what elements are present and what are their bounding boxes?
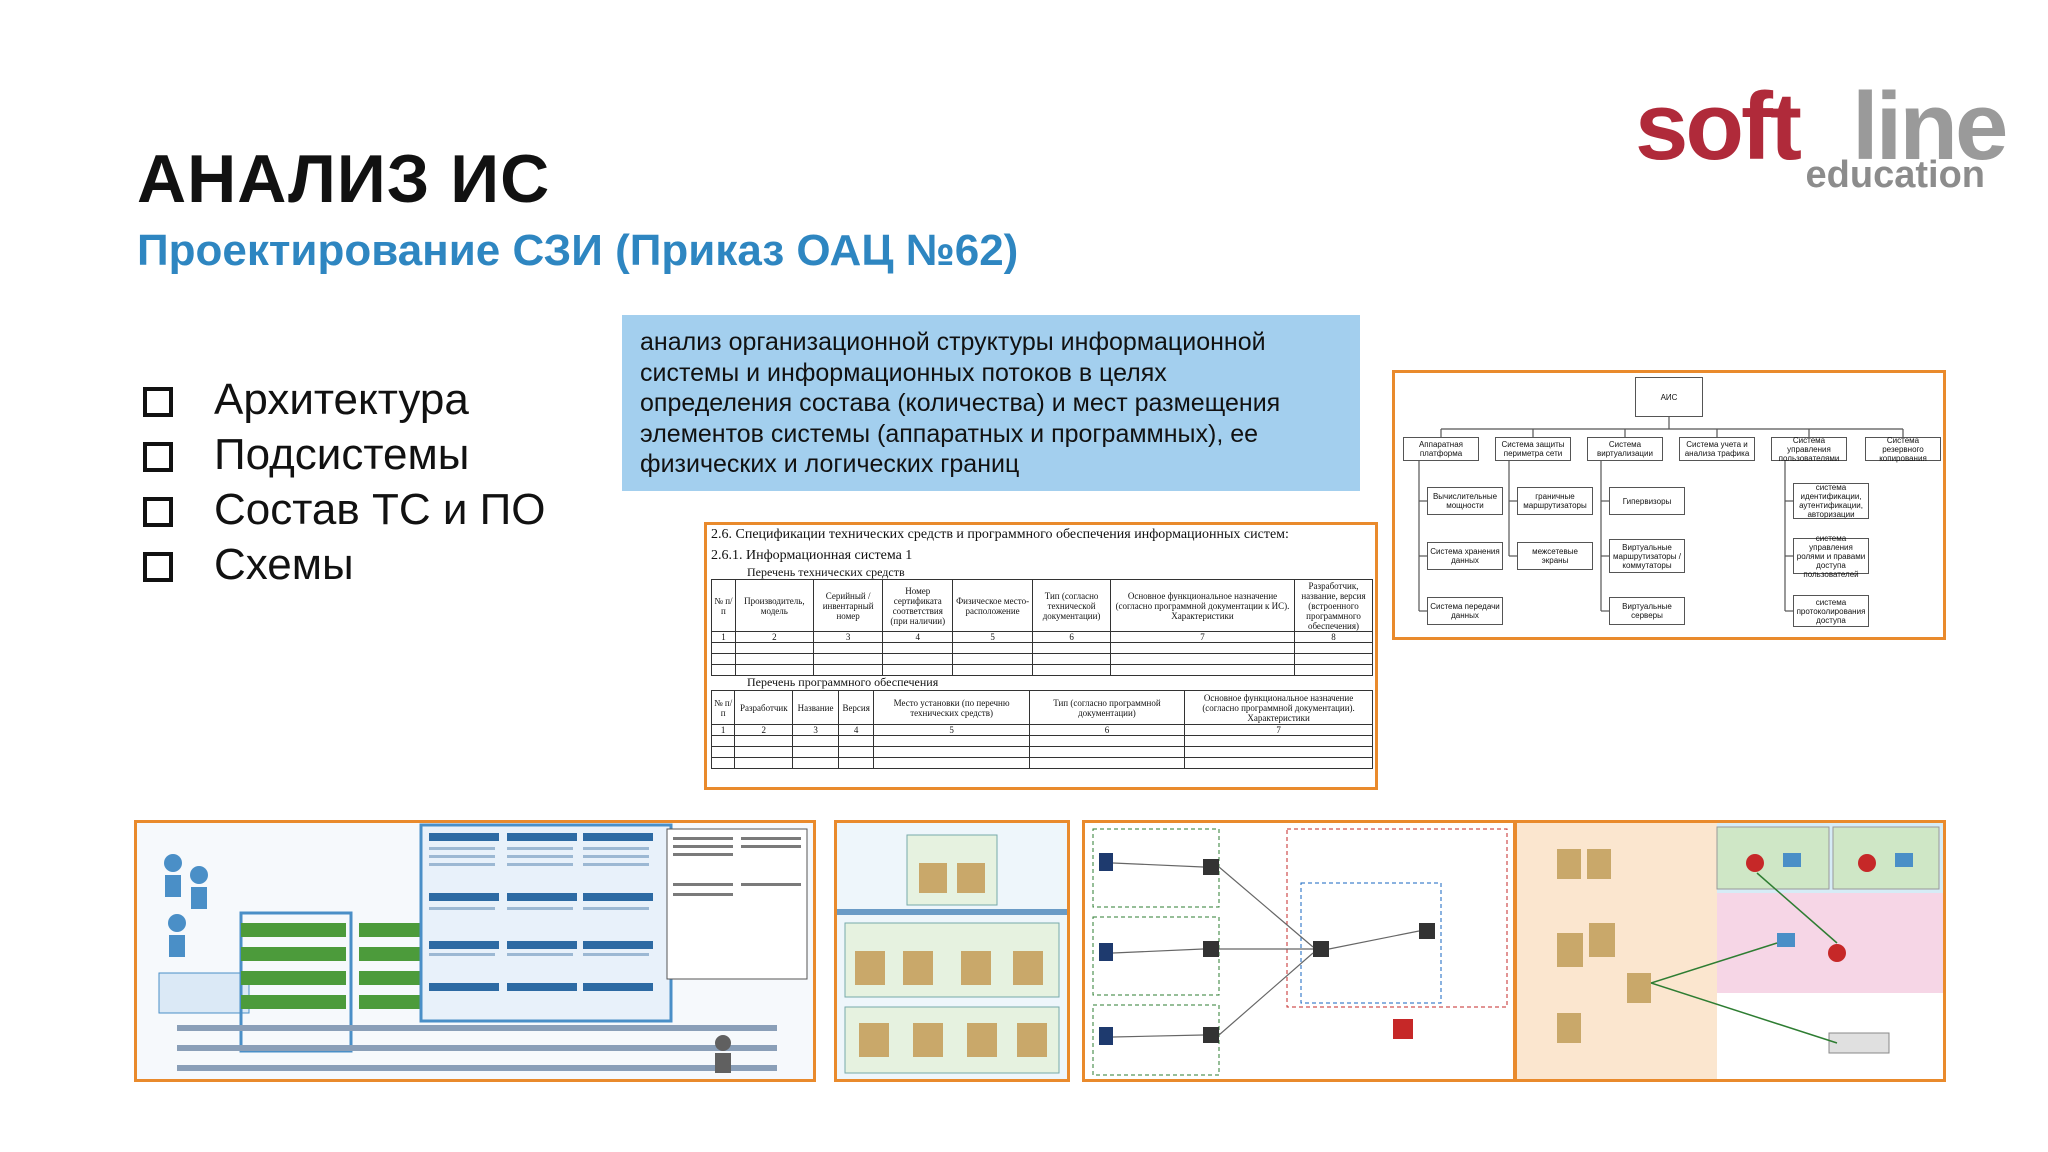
table-header: Разработчик, название, версия (встроенно…: [1293, 579, 1374, 632]
checkbox-icon: [143, 552, 173, 582]
table-cell: 7: [1184, 724, 1373, 736]
table-header: Производитель, модель: [734, 579, 814, 632]
table-header: Версия: [837, 690, 875, 725]
tree-connectors: [1418, 417, 1904, 612]
table-cell: 8: [1293, 631, 1374, 643]
bullet-item: Подсистемы: [140, 427, 546, 482]
table-cell: 2: [734, 631, 814, 643]
network-diagram-image: [1085, 823, 1513, 1079]
network-thumbnail: [1082, 820, 1516, 1082]
tree-node: Система учета и анализа трафика: [1679, 437, 1755, 461]
bullet-item: Схемы: [140, 537, 546, 592]
checkbox-icon: [143, 497, 173, 527]
spec-heading: 2.6. Спецификации технических средств и …: [711, 527, 1289, 542]
hw-table: № п/п Производитель, модель Серийный / и…: [711, 579, 1374, 676]
virtualization-diagram-image: [837, 823, 1067, 1079]
tree-node: Система резервного копирования: [1865, 436, 1941, 463]
logo-word-soft: soft: [1635, 73, 1802, 180]
topology-diagram-image: [1517, 823, 1943, 1079]
table-header: Место установки (по перечню технических …: [873, 690, 1030, 725]
tree-node: Система передачи данных: [1427, 597, 1503, 625]
topology-thumbnail: [1514, 820, 1946, 1082]
table-cell: 3: [812, 631, 884, 643]
table-header: Основное функциональное назначение (согл…: [1184, 690, 1373, 725]
tree-node: Виртуальные маршрутизаторы / коммутаторы: [1609, 539, 1685, 573]
table-header: Основное функциональное назначение (согл…: [1110, 579, 1295, 632]
bullet-list: Архитектура Подсистемы Состав ТС и ПО Сх…: [140, 372, 546, 592]
checkbox-icon: [143, 442, 173, 472]
bullet-text: Схемы: [214, 540, 354, 589]
tree-node: система идентификации, аутентификации, а…: [1793, 483, 1869, 519]
softline-logo: soft line education: [1630, 72, 2008, 202]
tree-node: Система виртуализации: [1587, 437, 1663, 461]
description-line: физических и логических границ: [640, 450, 1020, 478]
slide-title: АНАЛИЗ ИС: [137, 141, 551, 217]
tree-node: Система хранения данных: [1427, 542, 1503, 570]
tree-node: Гипервизоры: [1609, 487, 1685, 515]
spec-subheading: 2.6.1. Информационная система 1: [711, 548, 913, 563]
table-cell: 5: [952, 631, 1034, 643]
tree-node: Вычислительные мощности: [1427, 487, 1503, 515]
hierarchy-diagram-panel: АИС Аппаратная платформа Система защиты …: [1392, 370, 1946, 640]
spec-document-panel: 2.6. Спецификации технических средств и …: [704, 522, 1378, 790]
table-cell: 5: [873, 724, 1030, 736]
hw-caption: Перечень технических средств: [747, 565, 905, 579]
tree-node: Система управления пользователями: [1771, 436, 1847, 463]
checkbox-icon: [143, 387, 173, 417]
sw-table: № п/п Разработчик Название Версия Место …: [710, 690, 1373, 769]
tree-node: Аппаратная платформа: [1403, 437, 1479, 461]
bullet-text: Архитектура: [214, 375, 469, 424]
tree-node: граничные маршрутизаторы: [1517, 487, 1593, 515]
tree-node: система управления ролями и правами дост…: [1793, 534, 1869, 579]
logo-word-line: line: [1852, 73, 2008, 180]
table-cell: 3: [792, 724, 839, 736]
table-header: № п/п: [711, 579, 736, 632]
bullet-item: Архитектура: [140, 372, 546, 427]
bullet-text: Подсистемы: [214, 430, 470, 479]
table-cell: 6: [1028, 724, 1186, 736]
tree-node: межсетевые экраны: [1517, 542, 1593, 570]
table-header: Физическое место-расположение: [952, 579, 1034, 632]
architecture-thumbnail: [134, 820, 816, 1082]
table-cell: 4: [837, 724, 875, 736]
table-cell: 1: [710, 724, 736, 736]
table-header: Разработчик: [734, 690, 794, 725]
description-line: определения состава (количества) и мест …: [640, 389, 1281, 417]
bullet-item: Состав ТС и ПО: [140, 482, 546, 537]
table-header: Серийный / инвентарный номер: [812, 579, 884, 632]
tree-node: система протоколирования доступа: [1793, 595, 1869, 627]
tree-node: Система защиты периметра сети: [1495, 437, 1571, 461]
description-box: анализ организационной структуры информа…: [622, 315, 1360, 491]
table-cell: 2: [734, 724, 794, 736]
table-header: № п/п: [710, 690, 736, 725]
description-line: элементов системы (аппаратных и программ…: [640, 419, 1259, 448]
slide-subtitle: Проектирование СЗИ (Приказ ОАЦ №62): [137, 226, 1019, 275]
bullet-text: Состав ТС и ПО: [214, 485, 546, 534]
table-header: Тип (согласно технической документации): [1032, 579, 1112, 632]
table-header: Название: [792, 690, 839, 725]
table-cell: 4: [882, 631, 954, 643]
table-cell: 7: [1110, 631, 1295, 643]
table-cell: 1: [711, 631, 736, 643]
table-cell: 6: [1032, 631, 1112, 643]
sw-caption: Перечень программного обеспечения: [747, 675, 939, 689]
virtualization-thumbnail: [834, 820, 1070, 1082]
description-line: системы и информационных потоков в целях: [640, 358, 1167, 387]
description-line: анализ организационной структуры информа…: [640, 328, 1266, 356]
tree-root-node: АИС: [1635, 377, 1703, 417]
table-header: Номер сертификата соответствия (при нали…: [882, 579, 954, 632]
architecture-diagram-image: [137, 823, 813, 1079]
table-header: Тип (согласно программной документации): [1028, 690, 1186, 725]
logo-word-education: education: [1805, 154, 1985, 196]
tree-node: Виртуальные серверы: [1609, 597, 1685, 625]
